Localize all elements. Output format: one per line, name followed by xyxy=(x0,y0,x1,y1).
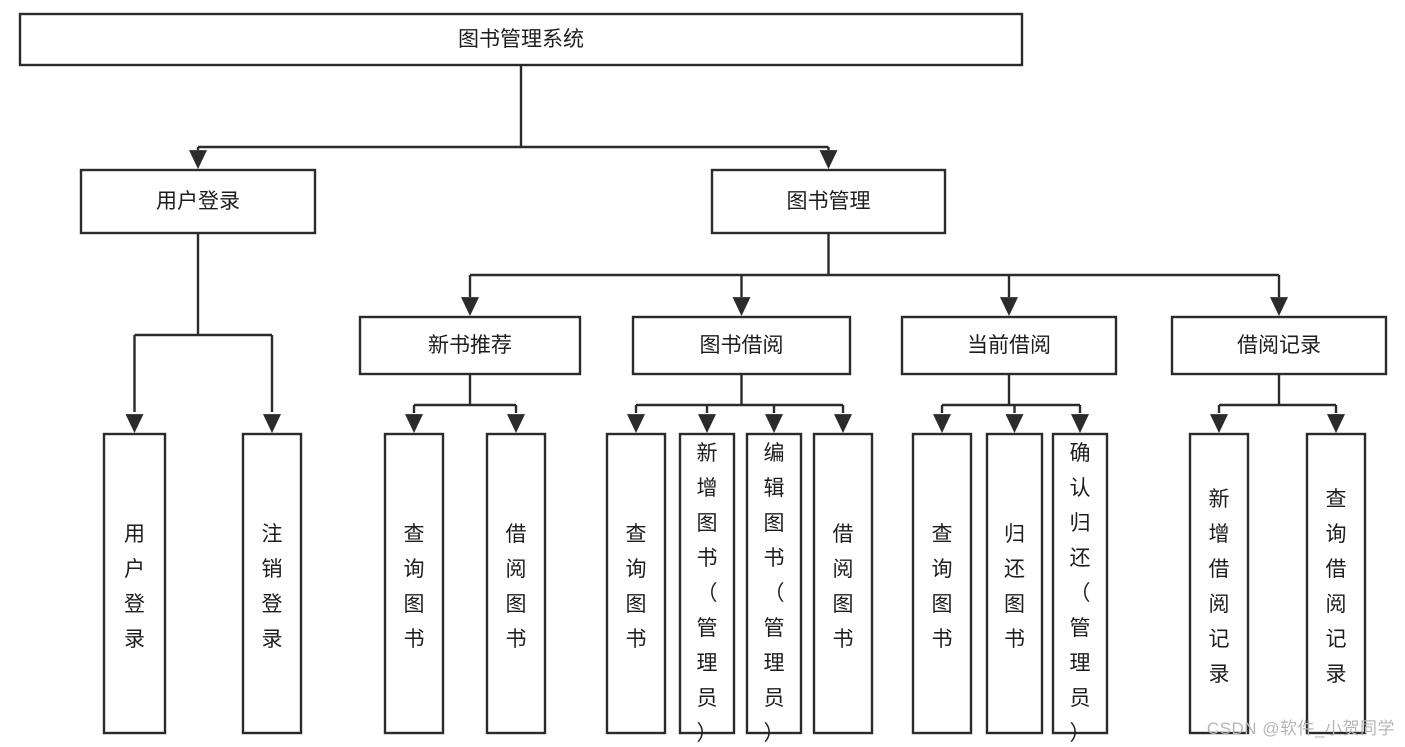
node-label: 新增图书（管理员） xyxy=(697,442,718,745)
node-label: 新书推荐 xyxy=(428,334,512,357)
arrow-head-icon xyxy=(1005,414,1024,433)
arrow-head-icon xyxy=(698,414,716,433)
node-label: 确认归还（管理员） xyxy=(1070,442,1091,745)
connector-layer xyxy=(125,65,1345,433)
node-label: 借阅图书 xyxy=(506,523,527,651)
arrow-head-icon xyxy=(732,297,751,316)
node-level2-2[interactable]: 当前借阅 xyxy=(900,315,1118,376)
node-label: 用户登录 xyxy=(124,523,145,651)
node-leaf-0[interactable]: 用户登录 xyxy=(102,432,167,735)
node-label: 图书借阅 xyxy=(700,334,784,357)
node-label: 查询图书 xyxy=(626,523,647,651)
node-box[interactable] xyxy=(605,432,667,735)
node-leaf-2[interactable]: 查询图书 xyxy=(383,432,445,735)
node-leaf-5[interactable]: 新增图书（管理员） xyxy=(678,432,736,745)
node-leaf-9[interactable]: 归还图书 xyxy=(985,432,1044,735)
node-box[interactable] xyxy=(18,12,1024,67)
node-box[interactable] xyxy=(1305,432,1367,735)
arrow-head-icon xyxy=(627,414,645,433)
node-level2-3[interactable]: 借阅记录 xyxy=(1170,315,1388,376)
node-layer: 图书管理系统用户登录图书管理新书推荐图书借阅当前借阅借阅记录用户登录注销登录查询… xyxy=(18,12,1388,745)
node-box[interactable] xyxy=(745,432,803,735)
node-label: 用户登录 xyxy=(156,190,240,213)
node-box[interactable] xyxy=(631,315,852,376)
arrow-head-icon xyxy=(933,414,951,433)
arrow-head-icon xyxy=(1327,414,1345,433)
node-box[interactable] xyxy=(1188,432,1250,735)
node-box[interactable] xyxy=(710,168,947,235)
node-label: 查询图书 xyxy=(404,523,425,651)
node-box[interactable] xyxy=(812,432,874,735)
arrow-head-icon xyxy=(1071,414,1089,433)
node-label: 当前借阅 xyxy=(967,334,1051,357)
node-label: 查询图书 xyxy=(932,523,953,651)
arrow-head-icon xyxy=(765,414,783,433)
node-label: 新增借阅记录 xyxy=(1209,488,1230,686)
node-leaf-4[interactable]: 查询图书 xyxy=(605,432,667,735)
node-leaf-3[interactable]: 借阅图书 xyxy=(485,432,547,735)
node-box[interactable] xyxy=(79,168,317,235)
node-label: 图书管理系统 xyxy=(458,28,584,51)
node-leaf-6[interactable]: 编辑图书（管理员） xyxy=(745,432,803,745)
arrow-head-icon xyxy=(1210,414,1228,433)
node-leaf-7[interactable]: 借阅图书 xyxy=(812,432,874,735)
node-leaf-8[interactable]: 查询图书 xyxy=(911,432,973,735)
node-leaf-11[interactable]: 新增借阅记录 xyxy=(1188,432,1250,735)
arrow-head-icon xyxy=(189,150,207,169)
arrow-head-icon xyxy=(263,414,281,433)
node-box[interactable] xyxy=(358,315,582,376)
node-level2-1[interactable]: 图书借阅 xyxy=(631,315,852,376)
arrow-head-icon xyxy=(1270,297,1288,316)
arrow-head-icon xyxy=(834,414,852,433)
node-label: 归还图书 xyxy=(1004,523,1025,651)
node-leaf-10[interactable]: 确认归还（管理员） xyxy=(1051,432,1109,745)
node-box[interactable] xyxy=(102,432,167,735)
arrow-head-icon xyxy=(125,414,144,433)
node-box[interactable] xyxy=(383,432,445,735)
node-leaf-1[interactable]: 注销登录 xyxy=(241,432,303,735)
arrow-head-icon xyxy=(819,150,838,169)
node-leaf-12[interactable]: 查询借阅记录 xyxy=(1305,432,1367,735)
node-box[interactable] xyxy=(678,432,736,735)
node-label: 注销登录 xyxy=(262,523,283,651)
node-level1-0[interactable]: 用户登录 xyxy=(79,168,317,235)
node-root-0[interactable]: 图书管理系统 xyxy=(18,12,1024,67)
watermark-text: CSDN @软件_小贺同学 xyxy=(1206,719,1395,738)
node-label: 借阅图书 xyxy=(833,523,854,651)
node-label: 借阅记录 xyxy=(1237,334,1321,357)
node-box[interactable] xyxy=(1051,432,1109,735)
node-box[interactable] xyxy=(241,432,303,735)
node-box[interactable] xyxy=(485,432,547,735)
arrow-head-icon xyxy=(507,414,525,433)
node-level2-0[interactable]: 新书推荐 xyxy=(358,315,582,376)
node-label: 查询借阅记录 xyxy=(1326,488,1347,686)
arrow-head-icon xyxy=(405,414,423,433)
node-level1-1[interactable]: 图书管理 xyxy=(710,168,947,235)
node-box[interactable] xyxy=(985,432,1044,735)
node-box[interactable] xyxy=(900,315,1118,376)
arrow-head-icon xyxy=(1000,297,1018,316)
node-label: 图书管理 xyxy=(787,190,871,213)
arrow-head-icon xyxy=(461,297,479,316)
node-box[interactable] xyxy=(1170,315,1388,376)
node-label: 编辑图书（管理员） xyxy=(764,442,785,745)
node-box[interactable] xyxy=(911,432,973,735)
